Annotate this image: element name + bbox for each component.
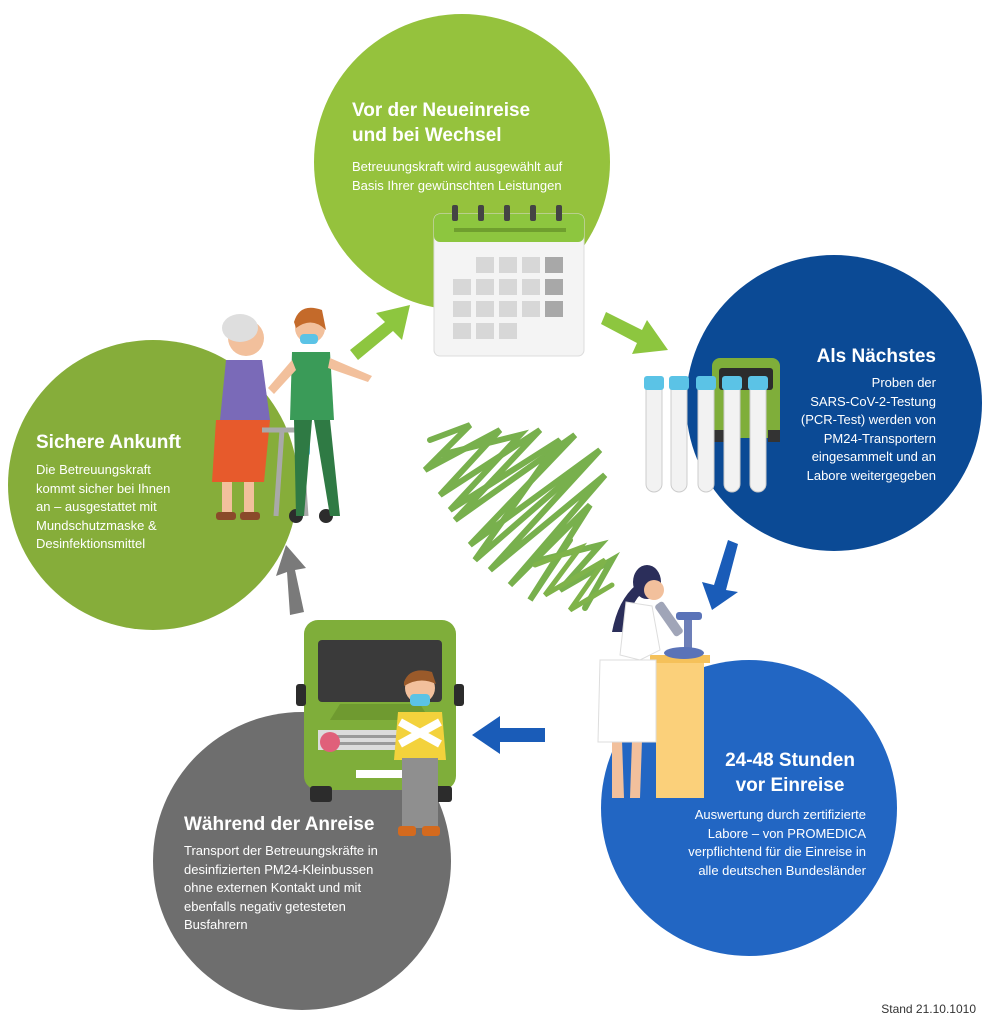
step-body-line: an – ausgestattet mit	[36, 499, 157, 514]
step-title-lab-results: 24-48 Stunden vor Einreise	[700, 748, 880, 798]
test-tubes-icon	[644, 358, 780, 493]
scientist-microscope-icon	[597, 565, 710, 798]
step-body-line: Transport der Betreuungskräfte in	[184, 843, 378, 858]
driver-icon	[394, 670, 446, 836]
step-body-testing: Proben der SARS-CoV-2-Testung (PCR-Test)…	[801, 374, 936, 485]
step-title-travel: Während der Anreise	[184, 814, 375, 835]
step-body-line: Labore weitergegeben	[806, 467, 936, 483]
step-body-lab-results: Auswertung durch zertifizierte Labore – …	[688, 806, 866, 880]
step-body-travel: Transport der Betreuungskräfte in desinf…	[184, 842, 378, 935]
step-body-line: ebenfalls negativ getesteten	[184, 898, 346, 914]
step-body-line: Labore – von PROMEDICA	[707, 825, 866, 841]
arrow-to-arrival-icon	[276, 545, 306, 615]
step-body-line: kommt sicher bei Ihnen	[36, 480, 171, 496]
step-body-line: SARS-CoV-2-Testung	[810, 393, 936, 409]
step-body-line: alle deutschen Bundesländer	[698, 862, 866, 878]
step-title-selection: Vor der Neueinreise und bei Wechsel	[352, 98, 530, 148]
step-body-line: desinfizierten PM24-Kleinbussen	[184, 861, 374, 877]
step-title-testing: Als Nächstes	[816, 346, 936, 367]
step-body-arrival: Die Betreuungskraft kommt sicher bei Ihn…	[36, 461, 170, 554]
arrow-to-travel-icon	[472, 716, 545, 754]
step-body-line: ohne externen Kontakt und mit	[184, 880, 362, 895]
caregiver-senior-icon	[212, 307, 372, 523]
step-body-selection: Betreuungskraft wird ausgewählt auf Basi…	[352, 158, 562, 195]
footer-date: Stand 21.10.1010	[881, 1002, 976, 1016]
step-body-line: Basis Ihrer gewünschten Leistungen	[352, 177, 562, 193]
step-body-line: Proben der	[871, 375, 936, 390]
step-body-line: Die Betreuungskraft	[36, 462, 151, 477]
step-title-line: Vor der Neueinreise	[352, 100, 531, 121]
step-body-line: PM24-Transportern	[823, 430, 936, 446]
step-body-line: (PCR-Test) werden von	[800, 412, 936, 427]
step-title-line: und bei Wechsel	[352, 125, 502, 146]
step-body-line: Busfahrern	[184, 917, 248, 932]
arrow-to-lab-icon	[702, 540, 738, 610]
step-title-line: 24-48 Stunden	[725, 750, 855, 771]
step-body-line: verpflichtend für die Einreise in	[688, 844, 866, 859]
heart-small	[532, 542, 615, 613]
step-title-arrival: Sichere Ankunft	[36, 432, 181, 453]
arrow-to-selection-icon	[350, 305, 410, 360]
step-title-line: vor Einreise	[735, 775, 845, 796]
calendar-icon	[433, 205, 585, 357]
step-body-line: Desinfektionsmittel	[36, 536, 146, 551]
van-icon	[296, 620, 464, 802]
heart-icon	[422, 422, 620, 611]
arrow-to-testing-icon	[601, 312, 668, 354]
step-body-line: eingesammelt und an	[811, 449, 936, 464]
step-body-line: Auswertung durch zertifizierte	[694, 807, 866, 822]
step-body-line: Mundschutzmaske &	[36, 517, 157, 533]
step-body-line: Betreuungskraft wird ausgewählt auf	[352, 159, 563, 174]
